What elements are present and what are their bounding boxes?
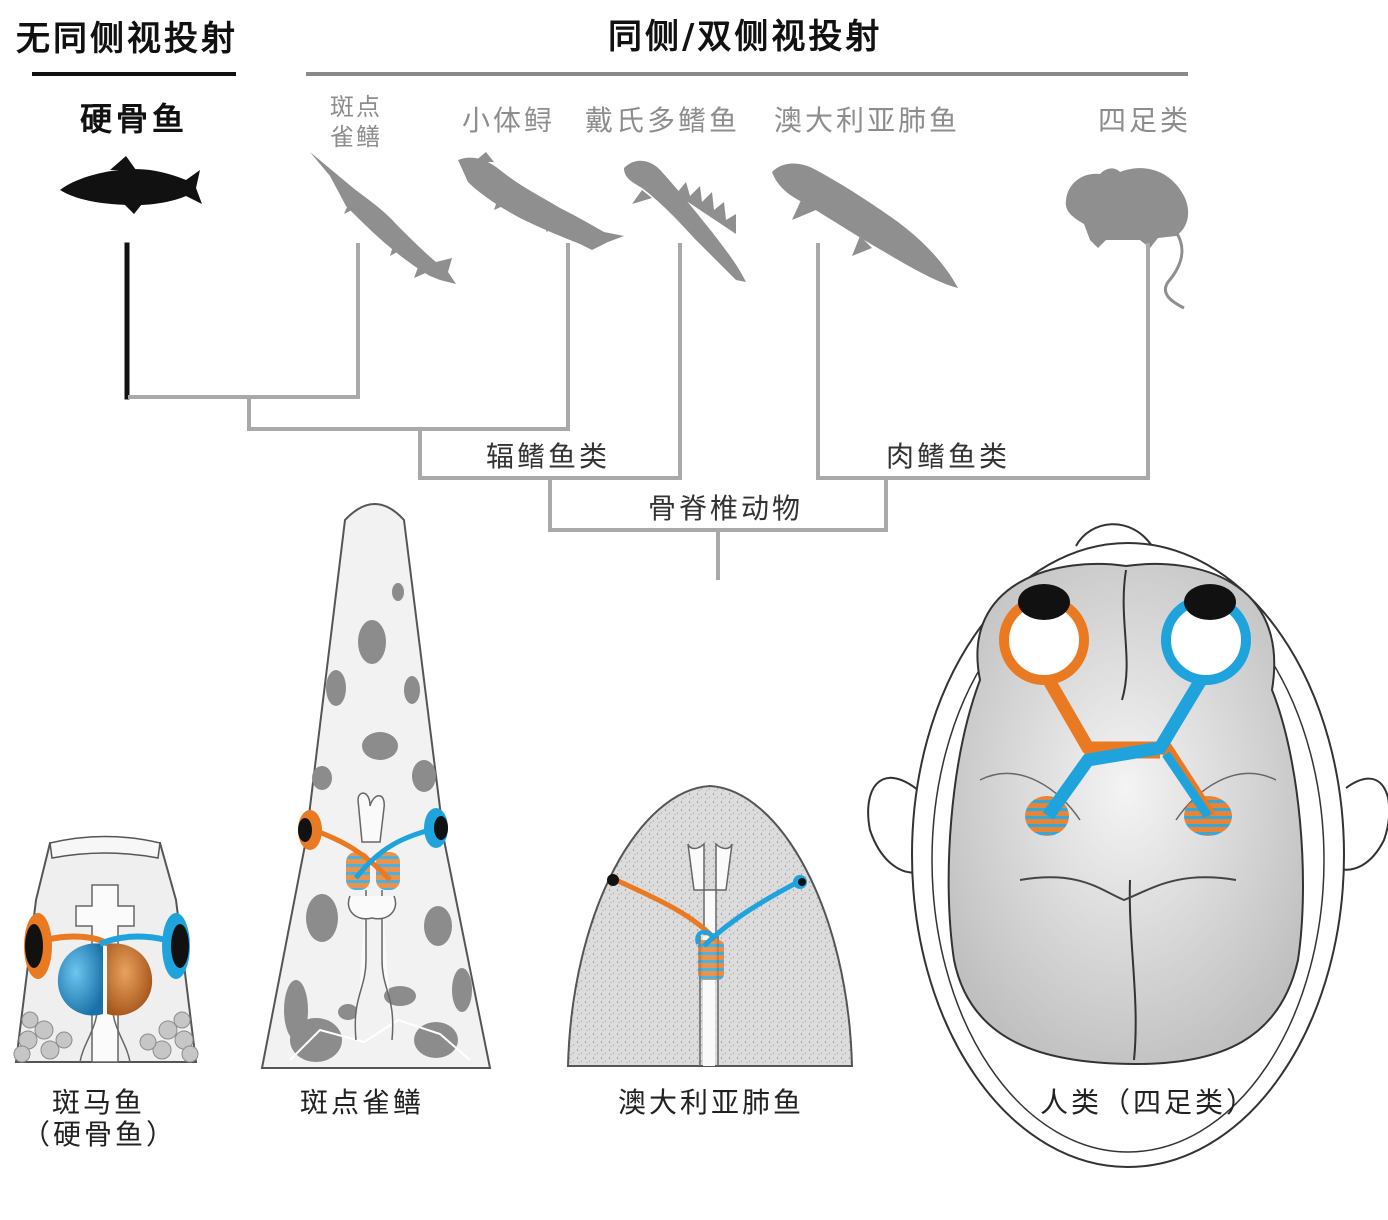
caption-zebrafish-line1: 斑马鱼 [52,1086,145,1119]
header-no-ipsilateral: 无同侧视投射 [16,19,238,59]
clade-ray-finned: 辐鳍鱼类 [486,440,610,473]
taxon-teleost: 硬骨鱼 [80,100,188,138]
taxon-tetrapod: 四足类 [1098,104,1191,137]
gar-head-diagram [260,503,492,1069]
taxon-gar-line2: 雀鳝 [330,123,382,151]
caption-gar: 斑点雀鳝 [300,1086,424,1119]
human-head-diagram [867,523,1388,1168]
branch-sturgeon [247,243,570,431]
taxon-gar-line1: 斑点 [330,93,382,121]
mouse-silhouette-icon [1065,168,1189,310]
zebrafish-head-diagram [13,835,199,1063]
header-ipsi-bilateral: 同侧/双侧视投射 [608,17,882,57]
caption-human: 人类（四足类） [1040,1086,1257,1119]
sturgeon-silhouette-icon [458,152,624,250]
branch-gar [128,243,360,399]
fish-silhouette-icon [60,156,202,214]
clade-lobe-finned: 肉鳍鱼类 [886,440,1010,473]
clade-vertebrates: 骨脊椎动物 [648,492,803,525]
caption-zebrafish-line2: （硬骨鱼） [22,1118,177,1151]
taxon-bichir: 戴氏多鳍鱼 [585,104,740,137]
caption-lungfish: 澳大利亚肺鱼 [618,1086,804,1119]
branch-lobe-finned [816,243,1150,480]
lungfish-head-diagram [566,784,854,1067]
lungfish-silhouette-icon [772,163,958,288]
taxon-sturgeon: 小体鲟 [462,104,555,137]
gar-silhouette-icon [310,152,456,284]
cladogram [124,242,1150,580]
taxon-lungfish: 澳大利亚肺鱼 [774,104,960,137]
bichir-silhouette-icon [624,160,746,282]
